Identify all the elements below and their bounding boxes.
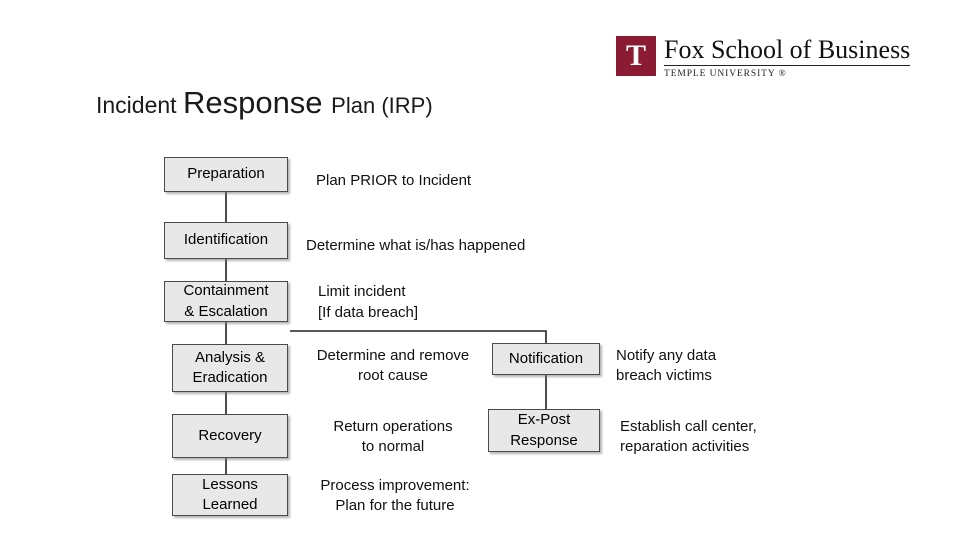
desc-ex-post-response: Establish call center, reparation activi…	[620, 418, 757, 456]
node-analysis-eradication[interactable]: Analysis & Eradication	[172, 344, 288, 392]
logo-subtitle: TEMPLE UNIVERSITY ®	[664, 69, 787, 80]
page-title-part1: Incident	[96, 92, 183, 118]
desc-lessons-learned: Process improvement: Plan for the future	[320, 477, 470, 515]
desc-analysis-eradication: Determine and remove root cause	[316, 347, 470, 385]
node-identification[interactable]: Identification	[164, 222, 288, 259]
node-containment-escalation[interactable]: Containment & Escalation	[164, 281, 288, 322]
desc-identification: Determine what is/has happened	[306, 237, 526, 254]
node-recovery[interactable]: Recovery	[172, 414, 288, 458]
node-preparation[interactable]: Preparation	[164, 157, 288, 192]
desc-data-breach-condition: [If data breach]	[318, 304, 419, 321]
temple-t-icon: T	[616, 36, 656, 76]
node-lessons-learned[interactable]: Lessons Learned	[172, 474, 288, 516]
desc-recovery: Return operations to normal	[333, 418, 453, 456]
temple-fox-logo: T Fox School of Business TEMPLE UNIVERSI…	[616, 36, 911, 80]
logo-text-block: Fox School of Business TEMPLE UNIVERSITY…	[664, 35, 911, 80]
node-ex-post-response[interactable]: Ex-Post Response	[488, 409, 600, 452]
page-title: Incident Response Plan (IRP)	[96, 85, 433, 121]
desc-preparation: Plan PRIOR to Incident	[316, 172, 472, 189]
page-title-part2: Response	[182, 85, 332, 120]
logo-divider	[664, 65, 911, 67]
page-title-part3: Plan (IRP)	[331, 93, 433, 118]
logo-title: Fox School of Business	[664, 35, 911, 64]
node-notification[interactable]: Notification	[492, 343, 600, 375]
desc-containment: Limit incident	[318, 283, 406, 300]
desc-notification: Notify any data breach victims	[616, 347, 717, 385]
